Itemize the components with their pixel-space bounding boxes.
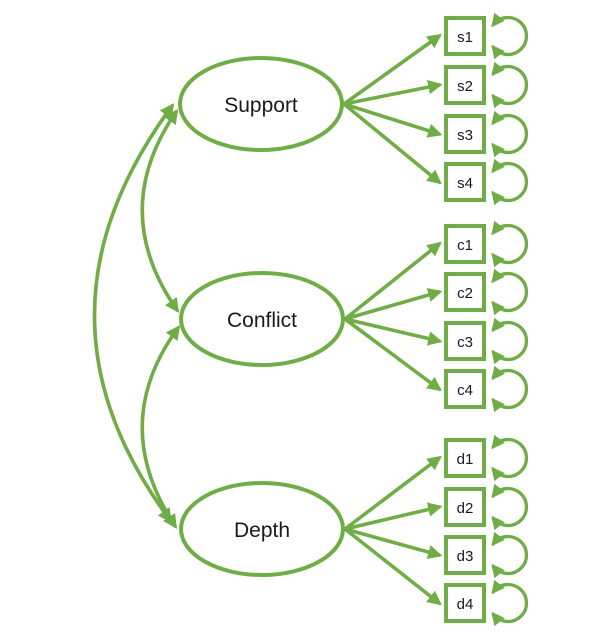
error-variance-loop-s2	[491, 61, 529, 109]
latent-ellipse-depth	[179, 481, 345, 577]
error-variance-loop-c3	[491, 317, 529, 365]
indicator-label-s3: s3	[457, 127, 473, 144]
indicator-label-d4: d4	[457, 596, 474, 613]
latent-ellipse-support	[178, 56, 344, 152]
indicator-box-s1	[444, 16, 486, 56]
loading-arrow-conflict-c2	[343, 288, 443, 321]
latent-variables: Support Conflict Depth	[178, 56, 345, 577]
indicator-box-d2	[444, 487, 486, 527]
indicator-box-c2	[444, 272, 486, 312]
latent-label-conflict: Conflict	[227, 309, 297, 332]
indicator-box-c4	[444, 369, 486, 409]
loading-arrow-conflict-c4	[343, 317, 442, 392]
indicator-box-s2	[444, 65, 486, 105]
loading-arrow-depth-d2	[343, 502, 443, 531]
indicator-label-d2: d2	[457, 500, 474, 517]
error-variance-loops	[491, 12, 529, 627]
indicator-box-c1	[444, 224, 486, 264]
indicator-label-s4: s4	[457, 175, 473, 192]
loading-arrow-conflict-c1	[343, 241, 442, 321]
indicator-label-c2: c2	[457, 285, 473, 302]
indicator-box-d4	[444, 583, 486, 623]
indicator-box-s4	[444, 162, 486, 202]
error-variance-loop-s1	[491, 12, 529, 60]
latent-ellipse-conflict	[179, 271, 345, 367]
indicator-label-d3: d3	[457, 548, 474, 565]
indicator-box-d3	[444, 535, 486, 575]
indicator-label-c3: c3	[457, 334, 473, 351]
loading-arrow-conflict-c3	[343, 317, 443, 346]
covariance-arcs	[92, 103, 181, 530]
error-variance-loop-d2	[491, 483, 529, 531]
error-variance-loop-c2	[491, 268, 529, 316]
error-variance-loop-c1	[491, 220, 529, 268]
indicator-label-c1: c1	[457, 237, 473, 254]
error-variance-loop-d3	[491, 531, 529, 579]
indicator-box-d1	[444, 438, 486, 478]
indicator-box-c3	[444, 321, 486, 361]
loading-arrow-support-s3	[342, 102, 443, 138]
error-variance-loop-d4	[491, 579, 529, 627]
covariance-arrow-conflict-depth	[140, 325, 181, 530]
error-variance-loop-d1	[491, 434, 529, 482]
indicator-box-s3	[444, 114, 486, 154]
loading-arrow-support-s4	[342, 102, 442, 185]
indicator-label-d1: d1	[457, 451, 474, 468]
loading-arrow-depth-d1	[343, 455, 442, 531]
indicator-boxes: s1 s2 s3 s4 c1 c2 c3 c4 d1 d2 d3 d4	[444, 16, 486, 623]
latent-label-support: Support	[224, 94, 298, 117]
loading-arrow-depth-d4	[343, 527, 442, 606]
error-variance-loop-c4	[491, 365, 529, 413]
indicator-label-s1: s1	[457, 29, 473, 46]
latent-label-depth: Depth	[234, 519, 290, 542]
loading-arrow-depth-d3	[343, 527, 443, 560]
loading-arrows	[342, 33, 443, 606]
error-variance-loop-s3	[491, 110, 529, 158]
loading-arrow-support-s2	[342, 80, 443, 106]
error-variance-loop-s4	[491, 158, 529, 206]
covariance-arrow-support-depth	[92, 103, 175, 523]
loading-arrow-support-s1	[342, 33, 442, 106]
indicator-label-s2: s2	[457, 78, 473, 95]
indicator-label-c4: c4	[457, 382, 473, 399]
